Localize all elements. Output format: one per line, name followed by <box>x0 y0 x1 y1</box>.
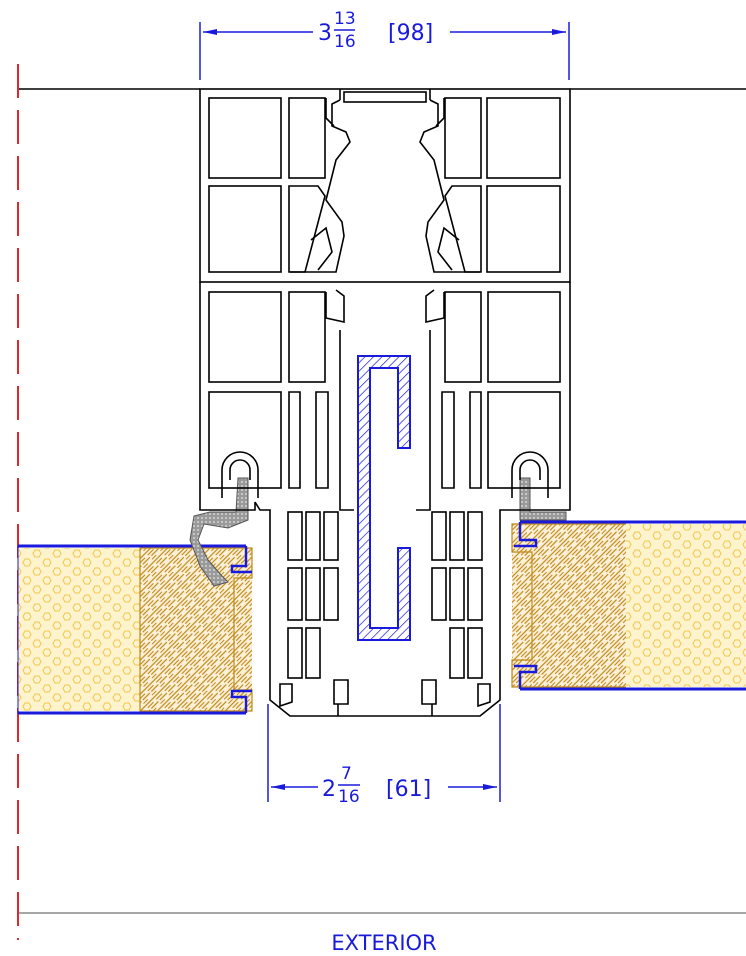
bottom-dim-numerator: 7 <box>341 764 352 784</box>
bottom-dim-whole: 2 <box>322 777 336 802</box>
right-panel <box>511 520 746 691</box>
top-dim-denominator: 16 <box>334 32 356 52</box>
top-dim-whole: 3 <box>318 21 332 46</box>
bottom-dim-denominator: 16 <box>338 787 360 807</box>
right-gasket <box>519 477 567 521</box>
top-dim-metric: [98] <box>388 21 433 46</box>
left-gasket <box>189 477 249 587</box>
bottom-dim-metric: [61] <box>386 777 431 802</box>
top-dim-numerator: 13 <box>334 9 356 29</box>
top-dimension: 3 13 16 [98] <box>199 9 570 80</box>
mullion-profile <box>199 88 571 717</box>
steel-reinforcement <box>357 355 411 641</box>
exterior-label: EXTERIOR <box>331 931 436 955</box>
left-panel <box>17 544 253 715</box>
bottom-dimension: 2 7 16 [61] <box>267 704 501 807</box>
